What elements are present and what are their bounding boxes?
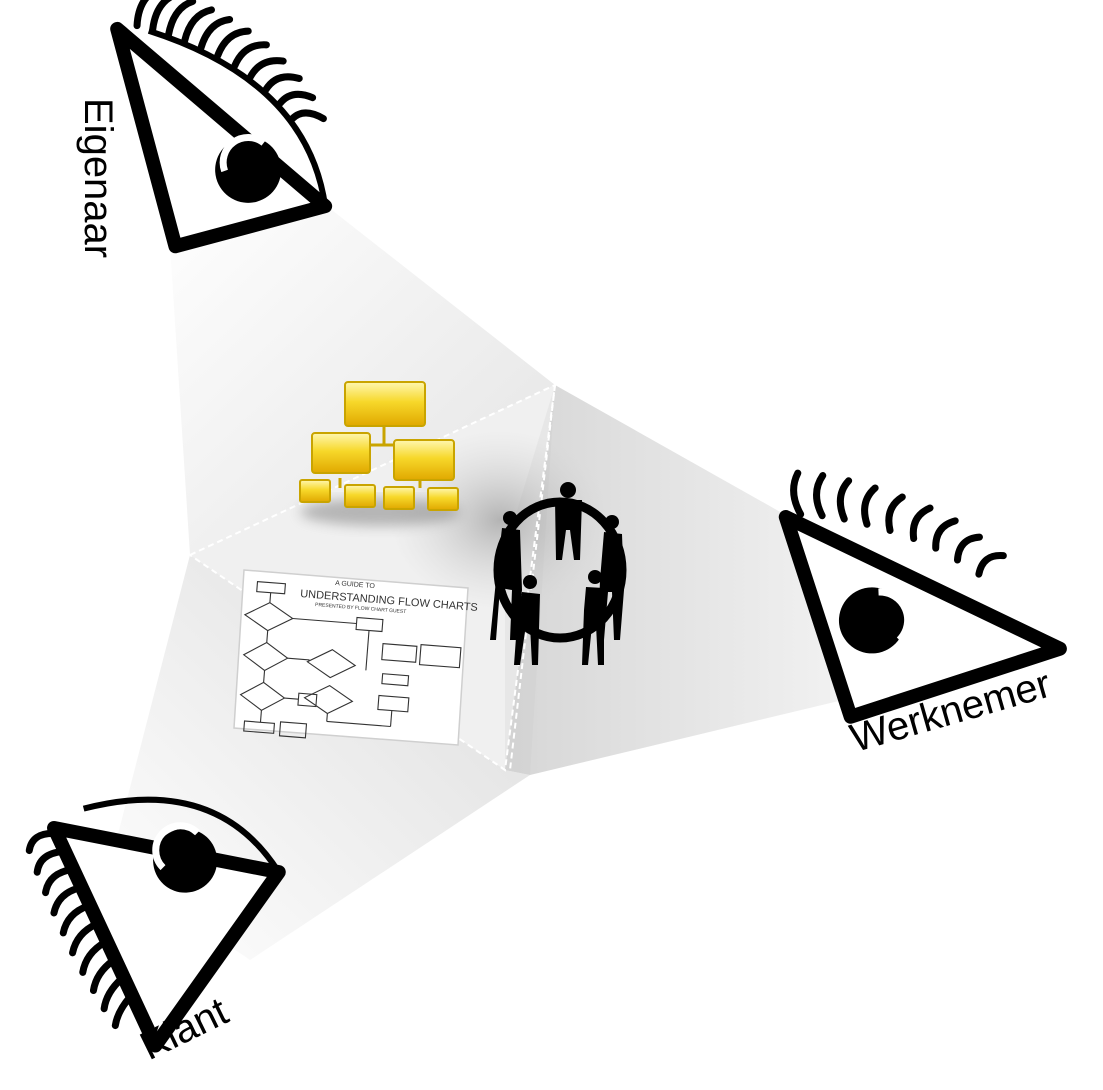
org-chart-icon: [299, 381, 460, 526]
flowchart-document-icon: A GUIDE TO UNDERSTANDING FLOW CHARTS PRE…: [233, 569, 478, 746]
flowchart-title-line1: A GUIDE TO: [335, 580, 376, 590]
eye-icon: [110, 0, 333, 254]
people-circle-icon: [490, 482, 627, 665]
eye-icon: [778, 469, 1067, 724]
owner-label: Eigenaar: [76, 98, 120, 259]
eye-icon: [25, 796, 286, 1053]
owner-view-plane: [170, 185, 555, 555]
